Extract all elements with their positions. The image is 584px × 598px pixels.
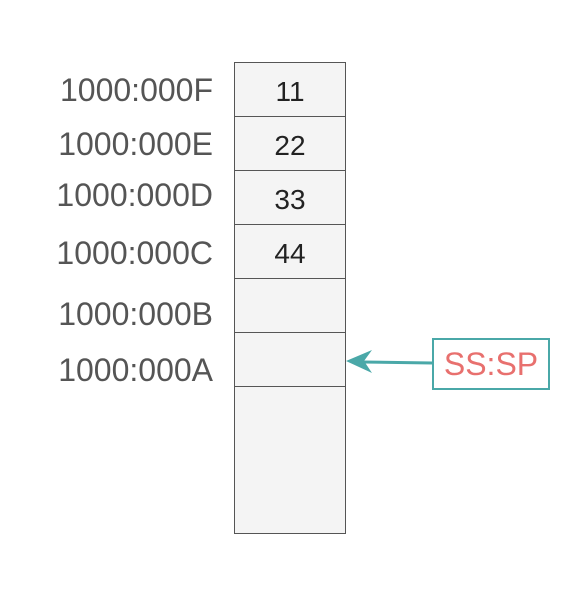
stack-pointer-label-box: SS:SP [432,338,550,390]
address-label-000D: 1000:000D [56,177,213,213]
address-label-000E: 1000:000E [58,126,213,162]
address-label-000C: 1000:000C [56,235,213,271]
stack-pointer-label: SS:SP [443,345,539,382]
pointer-arrow-head [346,350,372,373]
address-label-000F: 1000:000F [59,72,213,108]
stack-cell-000C: 44 [235,225,345,279]
pointer-arrow-line [361,360,433,365]
stack-memory-column: 11 22 33 44 [234,62,346,534]
stack-cell-000A [235,333,345,387]
stack-cell-000B [235,279,345,333]
stack-cell-000E: 22 [235,117,345,171]
address-label-000A: 1000:000A [58,352,213,388]
stack-cell-000D: 33 [235,171,345,225]
address-label-000B: 1000:000B [58,296,213,332]
stack-cell-000F: 11 [235,63,345,117]
